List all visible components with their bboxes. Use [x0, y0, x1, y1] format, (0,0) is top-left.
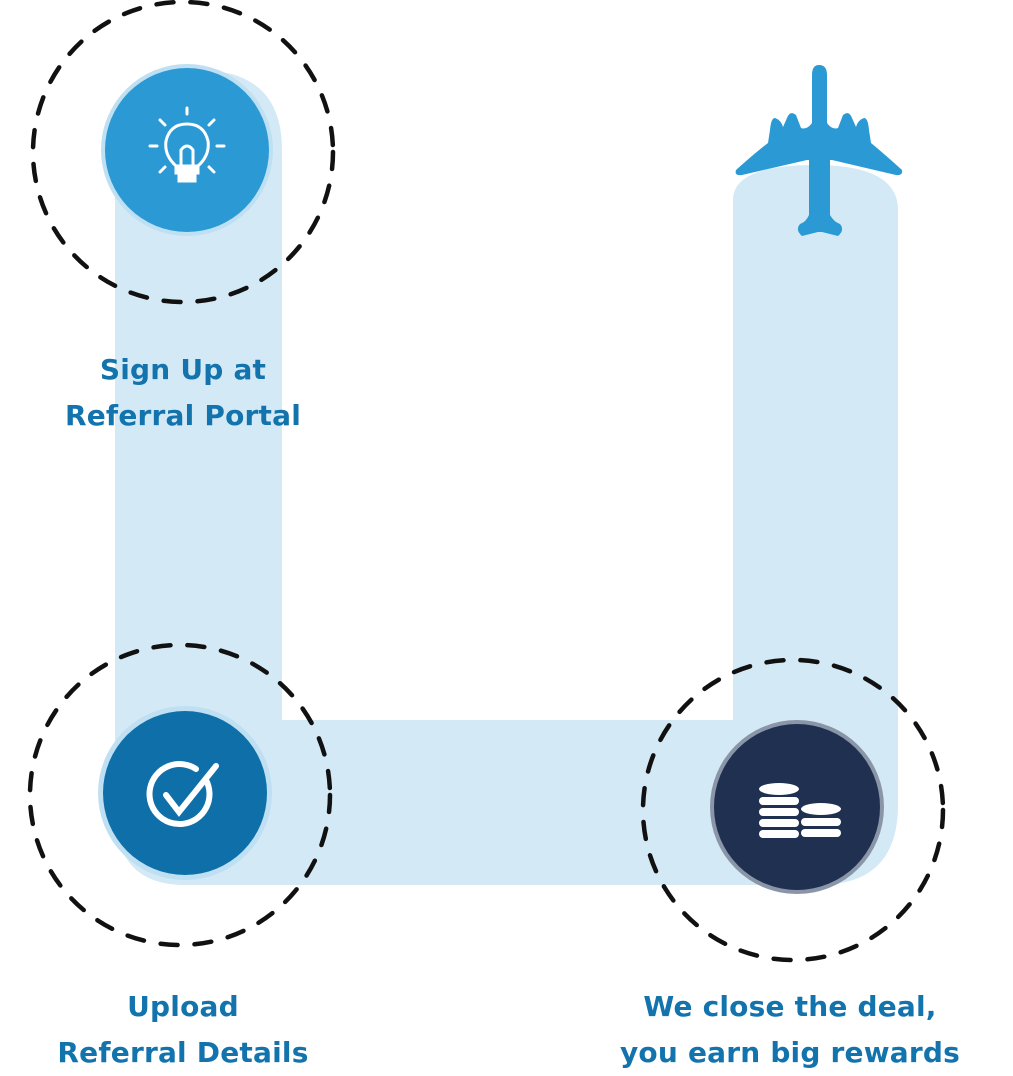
step-1-icon-circle [101, 64, 273, 236]
step-3-icon-circle [710, 720, 884, 894]
step-3-label-line-2: you earn big rewards [619, 1036, 961, 1069]
step-2-dashed-ring [27, 642, 333, 948]
step-2-label: Upload Referral Details [33, 984, 333, 1076]
step-3-label-line-1: We close the deal, [643, 990, 937, 1023]
lightbulb-icon [148, 106, 226, 183]
coins-icon [759, 783, 841, 838]
step-1-label-line-1: Sign Up at [99, 353, 267, 386]
step-1-label-line-2: Referral Portal [64, 399, 302, 432]
step-2-label-line-2: Referral Details [57, 1036, 309, 1069]
step-1-dashed-ring [30, 0, 336, 305]
step-3-label: We close the deal, you earn big rewards [590, 984, 990, 1076]
checkmark-icon [146, 761, 219, 828]
step-2-label-line-1: Upload [127, 990, 239, 1023]
step-2-icon-circle [98, 706, 272, 880]
step-3-dashed-ring [640, 657, 946, 963]
step-1-label: Sign Up at Referral Portal [33, 347, 333, 439]
airplane-icon [735, 65, 903, 236]
